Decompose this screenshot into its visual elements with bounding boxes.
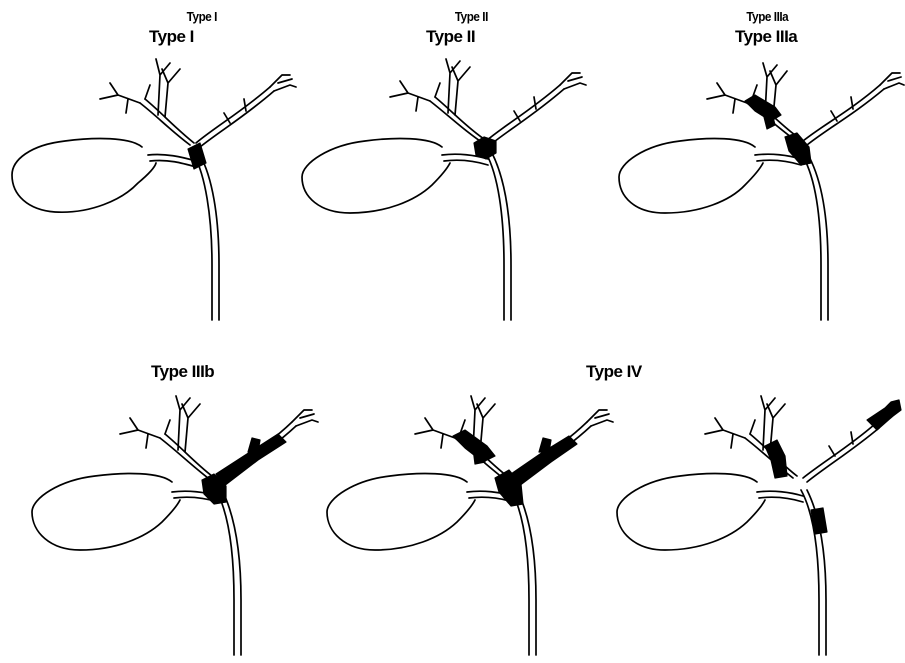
panel-type-ii xyxy=(290,55,590,325)
gallbladder xyxy=(327,474,475,550)
left-hepatic-duct xyxy=(196,87,274,147)
gallbladder xyxy=(32,474,180,550)
panel-type-i xyxy=(0,55,300,325)
biliary-tree xyxy=(302,59,586,320)
stricture-left-branch xyxy=(248,438,260,452)
type-i-title: Type I xyxy=(149,27,194,47)
right-hepatic-duct xyxy=(140,99,194,145)
gallbladder xyxy=(12,139,156,213)
type-iiib-title: Type IIIb xyxy=(151,362,214,382)
gallbladder xyxy=(617,474,765,550)
stricture-left-branch-tip xyxy=(867,400,901,430)
strictures xyxy=(765,400,901,534)
strictures xyxy=(453,430,577,506)
type-iv-title: Type IV xyxy=(586,362,642,382)
stricture-right-hepatic-duct xyxy=(765,440,787,478)
common-duct xyxy=(801,153,828,320)
right-branches xyxy=(100,59,180,117)
right-branches xyxy=(120,396,200,452)
left-hepatic-duct xyxy=(486,85,564,145)
left-hepatic-duct xyxy=(803,424,879,482)
biliary-tree xyxy=(32,396,318,655)
left-hepatic-duct xyxy=(803,85,884,145)
type-ii-title: Type II xyxy=(426,27,475,47)
left-branches xyxy=(224,75,296,123)
strictures xyxy=(202,434,286,504)
panel-type-v xyxy=(605,390,905,660)
panel-type-iv xyxy=(315,390,615,660)
gallbladder xyxy=(619,139,763,213)
common-duct xyxy=(216,490,241,655)
gallbladder xyxy=(302,139,450,213)
type-ii-title-small: Type II xyxy=(455,9,488,24)
stricture-right-hepatic-duct xyxy=(745,95,781,121)
panel-type-iiib xyxy=(20,390,320,660)
right-hepatic-duct xyxy=(430,97,484,141)
common-duct xyxy=(511,490,536,655)
common-duct xyxy=(486,153,511,320)
type-iiia-title: Type IIIa xyxy=(735,27,797,47)
biliary-tree xyxy=(12,59,296,320)
common-duct xyxy=(194,155,219,320)
biliary-tree xyxy=(617,396,879,655)
right-branches xyxy=(390,59,470,115)
type-i-title-small: Type I xyxy=(187,9,217,24)
type-iiia-title-small: Type IIIa xyxy=(746,9,788,24)
left-branches xyxy=(514,73,586,121)
stricture-left-branch xyxy=(539,438,551,452)
panel-type-iiia xyxy=(605,55,905,325)
